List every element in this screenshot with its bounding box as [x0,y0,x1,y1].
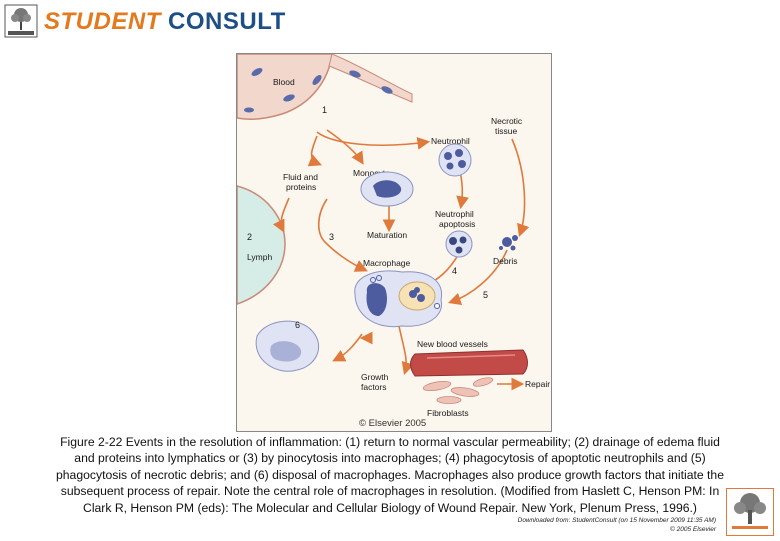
figure-diagram: Blood 2 Lymph 1 3 4 5 Necroti [236,53,552,432]
label-growth-line2: factors [361,382,387,392]
footer-copyright-line: © 2005 Elsevier [670,526,716,533]
label-apoptosis-line1: Neutrophil [435,209,474,219]
label-necrotic-line2: tissue [495,126,517,136]
new-blood-vessel [410,349,528,377]
inflammation-resolution-diagram: Blood 2 Lymph 1 3 4 5 Necroti [237,54,550,429]
debris [499,235,518,251]
label-neutrophil: Neutrophil [431,136,470,146]
number-1: 1 [322,105,327,115]
label-maturation: Maturation [367,230,407,240]
label-new-blood-vessels: New blood vessels [417,339,488,349]
fibroblasts [422,377,494,404]
brand-student: STUDENT [44,8,161,35]
number-5: 5 [483,290,488,300]
label-necrotic-line1: Necrotic [491,116,523,126]
label-blood: Blood [273,77,295,87]
label-monocyte: Monocyte [353,168,390,178]
label-debris: Debris [493,256,518,266]
label-fluid-line1: Fluid and [283,172,318,182]
label-repair: Repair [525,379,550,389]
label-growth-line1: Growth [361,372,389,382]
label-fluid-line2: proteins [286,182,316,192]
number-2: 2 [247,232,252,242]
footer-download-line: Downloaded from: StudentConsult (on 15 N… [517,517,716,524]
download-footer: Downloaded from: StudentConsult (on 15 N… [440,516,716,534]
elsevier-logo [4,4,38,38]
label-apoptosis-line2: apoptosis [439,219,475,229]
neutrophil-cell [438,143,472,177]
label-lymph: Lymph [247,252,272,262]
brand-consult: CONSULT [168,8,286,35]
student-consult-logo: STUDENT CONSULT [44,7,286,37]
lymph-vessel [237,185,286,305]
elsevier-tree-logo [726,488,774,536]
number-6: 6 [295,320,300,330]
header: STUDENT CONSULT [0,0,780,46]
disposed-macrophage [255,320,319,372]
apoptotic-neutrophil [445,230,473,258]
number-4: 4 [452,266,457,276]
figure-copyright: © Elsevier 2005 [359,418,426,429]
number-3: 3 [329,232,334,242]
figure-caption: Figure 2-22 Events in the resolution of … [56,435,724,515]
label-macrophage: Macrophage [363,258,411,268]
label-fibroblasts: Fibroblasts [427,408,469,418]
blood-vessel [237,54,413,120]
monocyte-cell [360,171,414,207]
macrophage-cell [354,270,443,328]
